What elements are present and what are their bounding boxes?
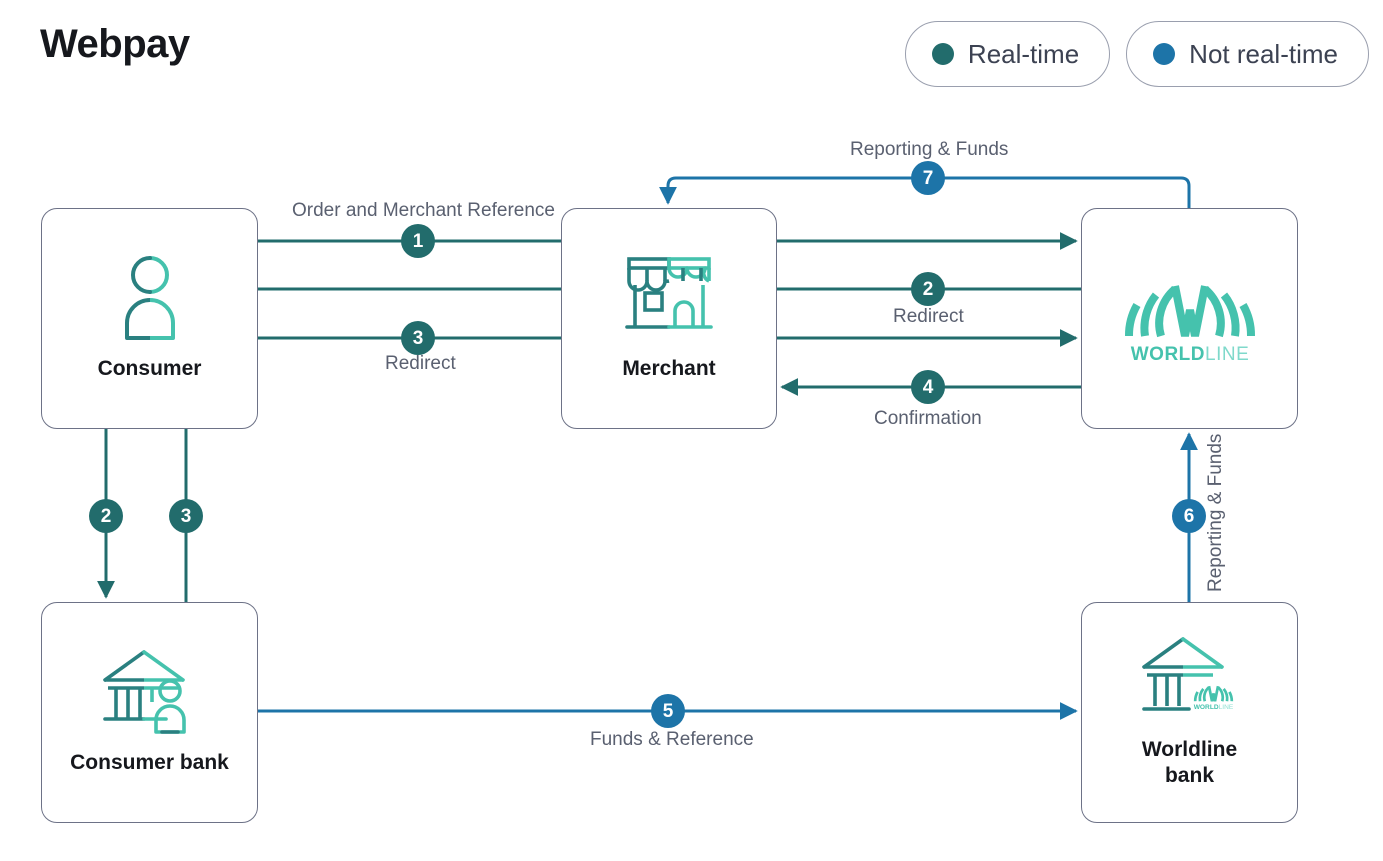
edge-label-redirect-merchant-worldline: Redirect (893, 306, 964, 327)
step-badge-4[interactable]: 4 (911, 370, 945, 404)
legend-label-real-time: Real-time (967, 38, 1080, 69)
dot-icon (1153, 43, 1176, 65)
legend-item-real-time[interactable]: Real-time (904, 21, 1111, 87)
person-icon (114, 255, 186, 346)
step-badge-5[interactable]: 5 (651, 694, 685, 728)
step-badge-2b[interactable]: 2 (89, 499, 123, 533)
step-badge-7[interactable]: 7 (911, 161, 945, 195)
edge-label-reporting-funds-top: Reporting & Funds (850, 139, 1009, 160)
edge-label-redirect-consumer-merchant: Redirect (385, 353, 456, 374)
node-consumer[interactable]: Consumer (41, 208, 258, 429)
svg-text:WORLDLINE: WORLDLINE (1193, 704, 1233, 711)
dot-icon (931, 43, 954, 65)
edge-label-confirmation: Confirmation (874, 408, 982, 429)
edge-label-order-merchant-reference: Order and Merchant Reference (292, 200, 555, 221)
page-title: Webpay (40, 22, 190, 66)
edge-label-funds-reference: Funds & Reference (590, 729, 754, 750)
bank-worldline-icon: WORLDLINE (1139, 636, 1241, 727)
step-badge-6[interactable]: 6 (1172, 499, 1206, 533)
node-merchant[interactable]: Merchant (561, 208, 777, 429)
svg-text:WORLDLINE: WORLDLINE (1130, 344, 1249, 365)
step-badge-2a[interactable]: 2 (911, 272, 945, 306)
edge-label-reporting-funds-right: Reporting & Funds (1205, 433, 1226, 592)
legend: Real-time Not real-time (904, 21, 1369, 87)
legend-item-not-real-time[interactable]: Not real-time (1126, 21, 1369, 87)
worldline-logo-icon: WORLDLINE (1115, 262, 1265, 375)
step-badge-3a[interactable]: 3 (401, 321, 435, 355)
legend-label-not-real-time: Not real-time (1189, 38, 1338, 69)
step-badge-1[interactable]: 1 (401, 224, 435, 258)
storefront-icon (623, 255, 715, 346)
node-consumer-bank[interactable]: Consumer bank (41, 602, 258, 823)
node-label-consumer: Consumer (97, 357, 202, 381)
worldline-logo-light: LINE (1205, 344, 1249, 365)
worldline-logo-bold: WORLD (1130, 344, 1204, 365)
node-label-consumer-bank: Consumer bank (70, 751, 229, 775)
step-badge-3b[interactable]: 3 (169, 499, 203, 533)
bank-person-icon (100, 649, 200, 740)
node-worldline[interactable]: WORLDLINE (1081, 208, 1298, 429)
node-label-merchant: Merchant (622, 357, 716, 381)
